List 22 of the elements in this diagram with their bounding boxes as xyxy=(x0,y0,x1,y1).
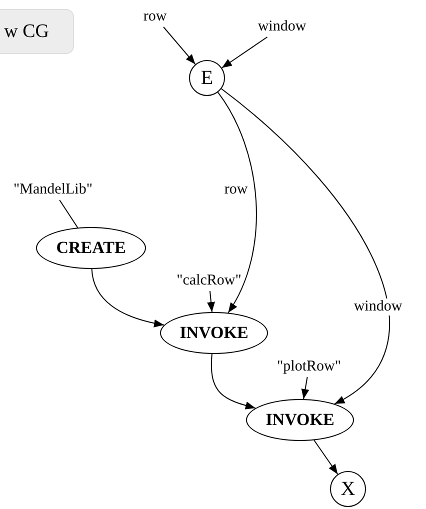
node-label: row xyxy=(143,8,167,26)
node-label: "plotRow" xyxy=(277,358,341,376)
arrow xyxy=(301,376,310,400)
arrow xyxy=(220,88,390,404)
arrow xyxy=(210,353,256,410)
toolbar-button: w CG xyxy=(0,9,74,54)
node-label: window xyxy=(258,18,306,36)
connector-line xyxy=(59,200,78,228)
operation-ellipse: CREATE xyxy=(36,227,146,269)
arrow xyxy=(91,268,165,328)
arrow xyxy=(221,36,268,68)
arrow xyxy=(217,92,257,314)
node-label: "calcRow" xyxy=(176,272,242,290)
operation-ellipse: INVOKE xyxy=(246,399,354,441)
node-label: "MandelLib" xyxy=(14,182,92,198)
operation-ellipse: INVOKE xyxy=(160,312,268,354)
terminal-circle: E xyxy=(189,60,225,96)
arrow xyxy=(163,26,196,65)
edge-label: window xyxy=(352,298,404,316)
arrow xyxy=(314,440,338,475)
arrow xyxy=(207,290,215,313)
terminal-circle: X xyxy=(330,471,366,507)
